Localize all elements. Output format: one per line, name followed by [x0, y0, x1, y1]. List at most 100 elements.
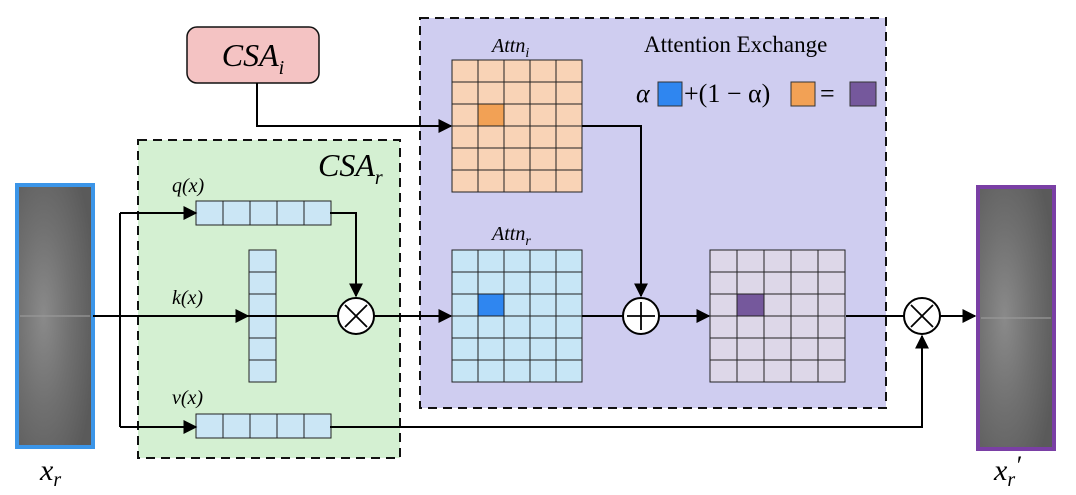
attn-r-cell	[555, 315, 583, 339]
attn-r-cell	[503, 359, 531, 383]
v-vec-cell	[303, 413, 332, 439]
input-image	[15, 183, 95, 449]
q-vec-cell	[222, 200, 251, 226]
out-cell	[763, 337, 792, 361]
formula-purple-square	[849, 81, 877, 107]
attn-i-highlight-cell	[477, 103, 505, 127]
attn-r-cell	[555, 271, 583, 295]
k-vec-cell	[248, 271, 277, 295]
attn-i-cell	[555, 103, 583, 127]
attn-r-cell	[477, 359, 505, 383]
attn-i-cell	[477, 169, 505, 193]
svg-text:α: α	[636, 79, 651, 108]
out-cell	[790, 271, 819, 295]
attn-r-cell	[477, 315, 505, 339]
attn-r-cell	[529, 271, 557, 295]
attn-r-cell	[477, 337, 505, 361]
attn-r-cell	[555, 359, 583, 383]
v-label: v(x)	[172, 387, 203, 409]
attn-i-cell	[529, 103, 557, 127]
attn-i-cell	[529, 147, 557, 171]
out-cell	[736, 271, 765, 295]
csa-r-label: CSAr	[318, 147, 383, 189]
attn-i-cell	[503, 59, 531, 83]
attn-i-cell	[555, 81, 583, 105]
attn-i-cell	[503, 147, 531, 171]
attn-r-cell	[503, 249, 531, 273]
attn-r-cell	[451, 337, 479, 361]
attn-r-cell	[529, 337, 557, 361]
attn-i-cell	[529, 81, 557, 105]
formula-blue-square	[657, 81, 683, 107]
attn-r-cell	[503, 315, 531, 339]
out-cell	[817, 293, 846, 317]
out-cell	[736, 315, 765, 339]
attn-r-cell	[477, 249, 505, 273]
out-cell	[790, 315, 819, 339]
attn-i-matrix	[451, 59, 583, 193]
attn-i-cell	[451, 147, 479, 171]
attn-r-cell	[555, 337, 583, 361]
attn-i-cell	[529, 169, 557, 193]
k-vec-cell	[248, 293, 277, 317]
final-multiply-operator	[903, 297, 941, 335]
out-cell	[709, 337, 738, 361]
add-operator	[622, 297, 660, 335]
out-cell	[709, 293, 738, 317]
attention-exchange-title: Attention Exchange	[644, 32, 827, 57]
attn-i-cell	[529, 59, 557, 83]
attn-r-cell	[451, 271, 479, 295]
attn-r-cell	[503, 271, 531, 295]
attn-r-cell	[451, 293, 479, 317]
attn-i-cell	[503, 103, 531, 127]
out-cell	[763, 359, 792, 383]
q-vec-cell	[195, 200, 224, 226]
attn-i-cell	[503, 81, 531, 105]
arrow-v-to-final-multiply	[330, 334, 929, 428]
attn-r-cell	[555, 293, 583, 317]
attn-i-cell	[555, 147, 583, 171]
k-vec-cell	[248, 359, 277, 383]
q-label: q(x)	[172, 175, 205, 197]
multiply-operator	[337, 297, 375, 335]
attn-r-cell	[477, 271, 505, 295]
arrow-q-to-multiply	[330, 212, 363, 298]
out-cell	[817, 315, 846, 339]
attn-i-cell	[503, 169, 531, 193]
q-vec-cell	[303, 200, 332, 226]
out-cell	[817, 359, 846, 383]
exchanged-attention-matrix	[709, 249, 846, 383]
formula-orange-square	[790, 81, 816, 107]
out-cell	[817, 271, 846, 295]
attn-r-label: Attnr	[490, 223, 531, 249]
attn-r-cell	[529, 315, 557, 339]
q-vector	[195, 200, 332, 226]
out-highlight-cell	[736, 293, 765, 317]
svg-text:=: =	[820, 79, 835, 108]
v-vec-cell	[222, 413, 251, 439]
attn-i-cell	[451, 59, 479, 83]
attn-i-cell	[555, 59, 583, 83]
k-vec-cell	[248, 249, 277, 273]
out-cell	[763, 293, 792, 317]
out-cell	[736, 249, 765, 273]
attn-r-cell	[555, 249, 583, 273]
out-cell	[790, 337, 819, 361]
attn-i-cell	[451, 103, 479, 127]
attn-i-cell	[477, 147, 505, 171]
k-vector	[248, 249, 277, 383]
out-cell	[763, 271, 792, 295]
v-vec-cell	[276, 413, 305, 439]
out-cell	[817, 337, 846, 361]
attn-i-cell	[477, 81, 505, 105]
svg-text:+(1 − α): +(1 − α)	[684, 79, 770, 108]
v-vec-cell	[195, 413, 224, 439]
attn-i-cell	[477, 125, 505, 149]
out-cell	[736, 359, 765, 383]
attn-i-cell	[451, 125, 479, 149]
attn-r-cell	[503, 293, 531, 317]
attn-r-cell	[529, 249, 557, 273]
attn-i-cell	[529, 125, 557, 149]
out-cell	[709, 359, 738, 383]
